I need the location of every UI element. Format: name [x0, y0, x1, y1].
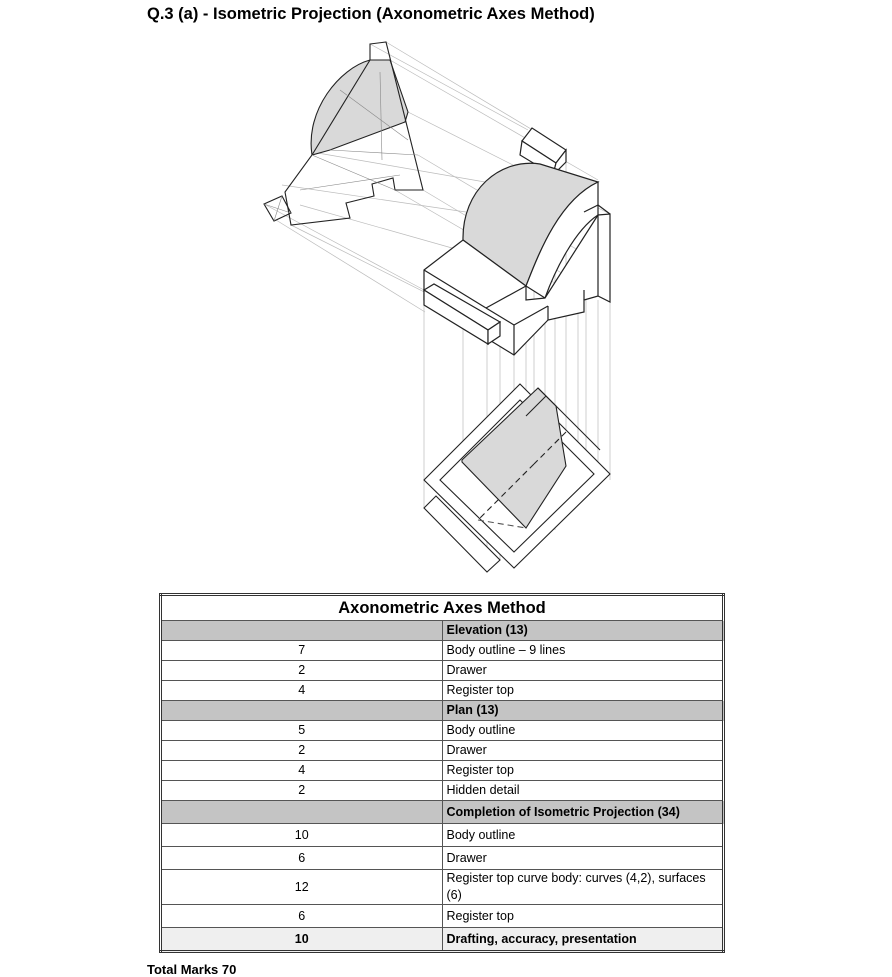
marks-cell: 2 — [160, 780, 443, 801]
item-cell: Body outline – 9 lines — [441, 640, 724, 661]
item-cell: Register top — [441, 680, 724, 701]
elevation-view — [263, 41, 424, 226]
marks-cell: 2 — [160, 660, 443, 681]
item-cell: Drafting, accuracy, presentation — [441, 927, 724, 952]
isometric-view — [422, 127, 611, 356]
elevation-shaded-curve — [310, 59, 409, 156]
item-cell: Register top — [441, 760, 724, 781]
page-title: Q.3 (a) - Isometric Projection (Axonomet… — [147, 5, 595, 23]
item-cell: Hidden detail — [441, 780, 724, 801]
section-row-elevation: Elevation (13) — [160, 620, 724, 641]
section-title: Plan (13) — [441, 700, 724, 721]
marks-cell: 2 — [160, 740, 443, 761]
marks-cell: 6 — [160, 846, 443, 870]
section-title: Completion of Isometric Projection (34) — [441, 800, 724, 824]
item-cell: Drawer — [441, 740, 724, 761]
marks-cell: 10 — [160, 927, 443, 952]
item-cell: Body outline — [441, 823, 724, 847]
marks-table: Axonometric Axes Method Elevation (13) 7… — [159, 593, 725, 953]
marks-cell: 4 — [160, 680, 443, 701]
isometric-projection-drawing — [263, 41, 611, 573]
item-cell: Register top curve body: curves (4,2), s… — [441, 869, 724, 905]
item-cell: Drawer — [441, 846, 724, 870]
item-cell: Drawer — [441, 660, 724, 681]
section-row-completion: Completion of Isometric Projection (34) — [160, 800, 724, 824]
section-title: Elevation (13) — [441, 620, 724, 641]
marks-cell: 5 — [160, 720, 443, 741]
item-cell: Register top — [441, 904, 724, 928]
marks-cell: 6 — [160, 904, 443, 928]
total-marks: Total Marks 70 — [147, 962, 237, 977]
marks-cell: 7 — [160, 640, 443, 661]
marks-cell: 10 — [160, 823, 443, 847]
marks-cell: 12 — [160, 869, 443, 905]
table-heading: Axonometric Axes Method — [160, 594, 724, 621]
marks-cell: 4 — [160, 760, 443, 781]
table-heading-row: Axonometric Axes Method — [160, 594, 724, 621]
plan-view — [423, 383, 611, 573]
section-row-plan: Plan (13) — [160, 700, 724, 721]
item-cell: Body outline — [441, 720, 724, 741]
